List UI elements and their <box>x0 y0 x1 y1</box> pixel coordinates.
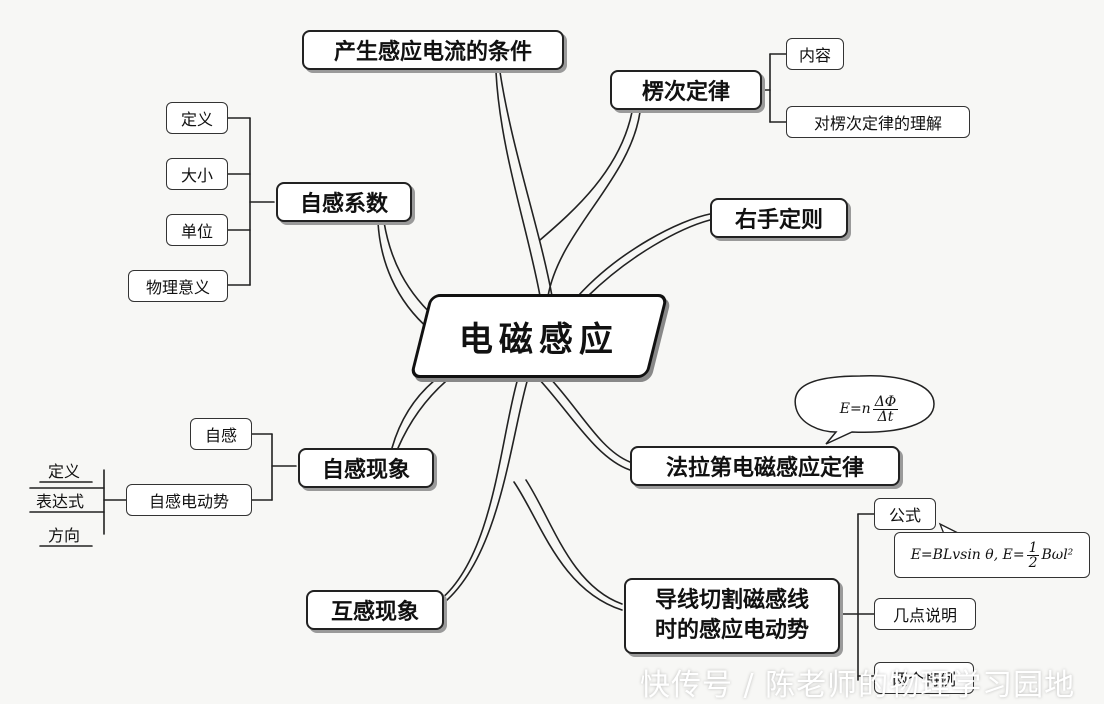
faraday-formula-bubble <box>794 375 935 445</box>
faraday-formula: E=n ΔΦ Δt <box>822 384 918 434</box>
faraday-formula-den: Δt <box>877 408 894 425</box>
center-node-electromagnetic-induction: 电磁感应 <box>409 294 669 378</box>
leaf-label: 对楞次定律的理解 <box>813 114 942 133</box>
leaf-self-emf-definition: 定义 <box>48 462 81 481</box>
leaf-label: 自感 <box>204 426 237 445</box>
leaf-self-emf: 自感电动势 <box>126 484 252 516</box>
branch-motional-emf: 导线切割磁感线 时的感应电动势 <box>624 578 840 654</box>
branch-label-line1: 导线切割磁感线 <box>654 588 809 613</box>
branch-self-induction: 自感现象 <box>298 448 434 488</box>
branch-label: 产生感应电流的条件 <box>333 40 532 65</box>
leaf-motional-notes: 几点说明 <box>874 598 976 630</box>
branch-label: 互感现象 <box>330 600 419 625</box>
motional-formula-fraction: 1 2 <box>1026 539 1040 571</box>
faraday-formula-num: ΔΦ <box>872 393 899 410</box>
motional-formula-num: 1 <box>1026 539 1040 556</box>
leaf-coef-unit: 单位 <box>166 214 228 246</box>
leaf-coef-magnitude: 大小 <box>166 158 228 190</box>
branch-lenz-law: 楞次定律 <box>610 70 762 110</box>
leaf-label: 大小 <box>180 166 213 185</box>
leaf-label: 定义 <box>180 110 213 129</box>
leaf-self-emf-expression: 表达式 <box>36 492 85 511</box>
branch-label: 右手定则 <box>734 208 823 233</box>
leaf-label: 物理意义 <box>145 278 210 297</box>
leaf-motional-formula: 公式 <box>874 498 936 530</box>
branch-self-inductance-coefficient: 自感系数 <box>276 182 412 222</box>
center-node-label: 电磁感应 <box>459 319 619 360</box>
leaf-label: 几点说明 <box>892 606 957 625</box>
branch-right-hand-rule: 右手定则 <box>710 198 848 238</box>
faraday-formula-lhs: E=n <box>839 401 871 417</box>
branch-label-line2: 时的感应电动势 <box>654 618 809 643</box>
motional-formula-part1: E=BLvsin θ, E= <box>910 547 1025 563</box>
leaf-label: 内容 <box>798 46 831 65</box>
leaf-self-induction-item: 自感 <box>190 418 252 450</box>
branch-induced-current-condition: 产生感应电流的条件 <box>302 30 564 70</box>
watermark: 快传号 / 陈老师的物理学习园地 <box>640 668 1076 703</box>
motional-formula-box: E=BLvsin θ, E= 1 2 Bωl² <box>894 532 1090 578</box>
leaf-label: 公式 <box>888 506 921 525</box>
leaf-coef-physical-meaning: 物理意义 <box>128 270 228 302</box>
branch-faraday-law: 法拉第电磁感应定律 <box>630 446 900 486</box>
leaf-label: 单位 <box>180 222 213 241</box>
branch-label: 楞次定律 <box>641 80 730 105</box>
motional-formula-part2: Bωl² <box>1041 547 1074 563</box>
leaf-lenz-content: 内容 <box>786 38 844 70</box>
branch-mutual-induction: 互感现象 <box>306 590 444 630</box>
branch-label: 法拉第电磁感应定律 <box>665 456 864 481</box>
leaf-label: 自感电动势 <box>148 492 229 511</box>
leaf-motional-cases: 两个特例 <box>874 662 974 694</box>
branch-label: 自感系数 <box>299 192 388 217</box>
leaf-lenz-understanding: 对楞次定律的理解 <box>786 106 970 138</box>
faraday-formula-fraction: ΔΦ Δt <box>872 393 899 425</box>
leaf-label: 两个特例 <box>891 670 956 689</box>
branch-label: 自感现象 <box>321 458 410 483</box>
motional-formula-den: 2 <box>1028 554 1038 571</box>
leaf-self-emf-direction: 方向 <box>48 526 81 545</box>
leaf-coef-definition: 定义 <box>166 102 228 134</box>
